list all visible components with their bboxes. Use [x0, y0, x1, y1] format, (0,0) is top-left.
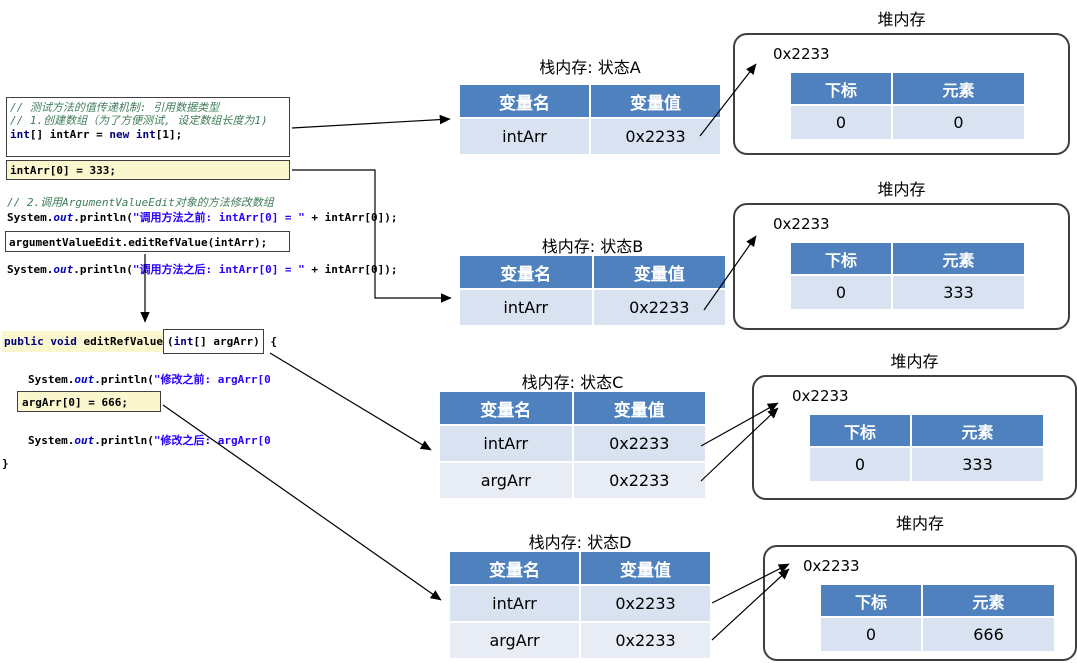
code-line-method-signature: public void editRefValue (int[] argArr) … [2, 329, 277, 354]
code-comment-create-array: // 1.创建数组（为了方便测试, 设定数组长度为1) [10, 114, 268, 127]
stack-title-state-c: 栈内存: 状态C [521, 373, 624, 392]
stack-table-state-d: 变量名 变量值 intArr 0x2233 argArr 0x2233 [450, 552, 710, 658]
heap-box-c: 0x2233 下标 元素 0 333 [752, 375, 1077, 500]
stack-d-cell-intarr-name: intArr [450, 586, 579, 621]
stack-title-state-b: 栈内存: 状态B [541, 237, 644, 256]
heap-title-b: 堆内存 [877, 180, 926, 199]
code-line-assign-666: argArr[0] = 666; [22, 396, 128, 409]
heap-b-header-element: 元素 [893, 243, 1024, 274]
heap-title-d: 堆内存 [895, 514, 944, 533]
stack-c-cell-intarr-value: 0x2233 [573, 426, 705, 461]
heap-a-cell-element: 0 [893, 106, 1024, 139]
stack-b-header-name: 变量名 [460, 256, 592, 288]
heap-box-d: 0x2233 下标 元素 0 666 [763, 545, 1077, 661]
stack-c-header-value: 变量值 [573, 392, 705, 424]
arrow-method-to-stack-c [269, 352, 432, 451]
code-line-call-editrefvalue: argumentValueEdit.editRefValue(intArr); [9, 236, 268, 249]
heap-b-cell-element: 333 [893, 276, 1024, 309]
stack-b-cell-varname: intArr [460, 290, 592, 325]
code-line-println-after-edit: System.out.println("修改之后: argArr[0 [28, 434, 271, 447]
stack-d-cell-argarr-name: argArr [450, 623, 579, 658]
code-box-create-array: // 测试方法的值传递机制: 引用数据类型 // 1.创建数组（为了方便测试, … [6, 97, 290, 157]
heap-table-a: 下标 元素 0 0 [791, 73, 1024, 139]
heap-b-header-index: 下标 [791, 243, 891, 274]
heap-b-cell-index: 0 [791, 276, 891, 309]
heap-b-address: 0x2233 [773, 215, 830, 233]
stack-b-cell-varvalue: 0x2233 [593, 290, 725, 325]
heap-a-cell-index: 0 [791, 106, 891, 139]
heap-c-header-index: 下标 [810, 415, 910, 446]
stack-d-cell-intarr-value: 0x2233 [581, 586, 710, 621]
heap-c-cell-element: 333 [912, 448, 1043, 481]
stack-title-state-a: 栈内存: 状态A [539, 58, 641, 77]
heap-c-header-element: 元素 [912, 415, 1043, 446]
code-line-println-after-call: System.out.println("调用方法之后: intArr[0] = … [7, 263, 398, 276]
heap-table-b: 下标 元素 0 333 [791, 243, 1024, 309]
heap-table-d: 下标 元素 0 666 [821, 585, 1054, 651]
stack-a-cell-varvalue: 0x2233 [591, 119, 720, 154]
heap-box-b: 0x2233 下标 元素 0 333 [733, 203, 1070, 330]
stack-a-header-name: 变量名 [460, 85, 589, 117]
stack-table-state-c: 变量名 变量值 intArr 0x2233 argArr 0x2233 [440, 392, 705, 498]
stack-c-header-name: 变量名 [440, 392, 572, 424]
heap-title-a: 堆内存 [877, 10, 926, 29]
heap-d-header-element: 元素 [923, 585, 1054, 616]
code-method-signature-prefix: public void editRefValue [2, 331, 163, 352]
heap-d-cell-index: 0 [821, 618, 921, 651]
code-line-assign-333: intArr[0] = 333; [10, 164, 116, 177]
heap-c-address: 0x2233 [792, 387, 849, 405]
code-box-call-editrefvalue: argumentValueEdit.editRefValue(intArr); [5, 231, 290, 252]
heap-d-cell-element: 666 [923, 618, 1054, 651]
heap-a-header-element: 元素 [893, 73, 1024, 104]
heap-title-c: 堆内存 [890, 352, 939, 371]
stack-table-state-b: 变量名 变量值 intArr 0x2233 [460, 256, 725, 325]
code-line-closing-brace: } [2, 457, 9, 470]
stack-c-cell-argarr-name: argArr [440, 463, 572, 498]
arrow-assign333-to-stack-b [292, 169, 452, 303]
heap-c-cell-index: 0 [810, 448, 910, 481]
stack-d-header-name: 变量名 [450, 552, 579, 584]
stack-b-header-value: 变量值 [593, 256, 725, 288]
heap-table-c: 下标 元素 0 333 [810, 415, 1043, 481]
stack-a-header-value: 变量值 [591, 85, 720, 117]
code-comment-test-mechanism: // 测试方法的值传递机制: 引用数据类型 [10, 101, 220, 114]
code-box-method-parameter: (int[] argArr) [162, 329, 264, 354]
heap-a-header-index: 下标 [791, 73, 891, 104]
code-line-new-int-array: int[] intArr = new int[1]; [10, 128, 183, 141]
code-line-println-before-edit: System.out.println("修改之前: argArr[0 [28, 373, 271, 386]
code-box-assign-333: intArr[0] = 333; [6, 160, 290, 180]
heap-box-a: 0x2233 下标 元素 0 0 [733, 33, 1070, 155]
code-line-println-before-call: System.out.println("调用方法之前: intArr[0] = … [7, 211, 398, 224]
stack-c-cell-argarr-value: 0x2233 [573, 463, 705, 498]
stack-title-state-d: 栈内存: 状态D [528, 533, 632, 552]
stack-c-cell-intarr-name: intArr [440, 426, 572, 461]
heap-d-header-index: 下标 [821, 585, 921, 616]
stack-a-cell-varname: intArr [460, 119, 589, 154]
stack-table-state-a: 变量名 变量值 intArr 0x2233 [460, 85, 720, 154]
code-comment-call-method: // 2.调用ArgumentValueEdit对象的方法修改数组 [7, 196, 274, 209]
arrow-code-to-stack-a [291, 114, 451, 129]
stack-d-header-value: 变量值 [581, 552, 710, 584]
code-box-assign-666: argArr[0] = 666; [17, 391, 161, 412]
heap-d-address: 0x2233 [803, 557, 860, 575]
code-method-signature-suffix: { [263, 335, 277, 348]
heap-a-address: 0x2233 [773, 45, 830, 63]
stack-d-cell-argarr-value: 0x2233 [581, 623, 710, 658]
